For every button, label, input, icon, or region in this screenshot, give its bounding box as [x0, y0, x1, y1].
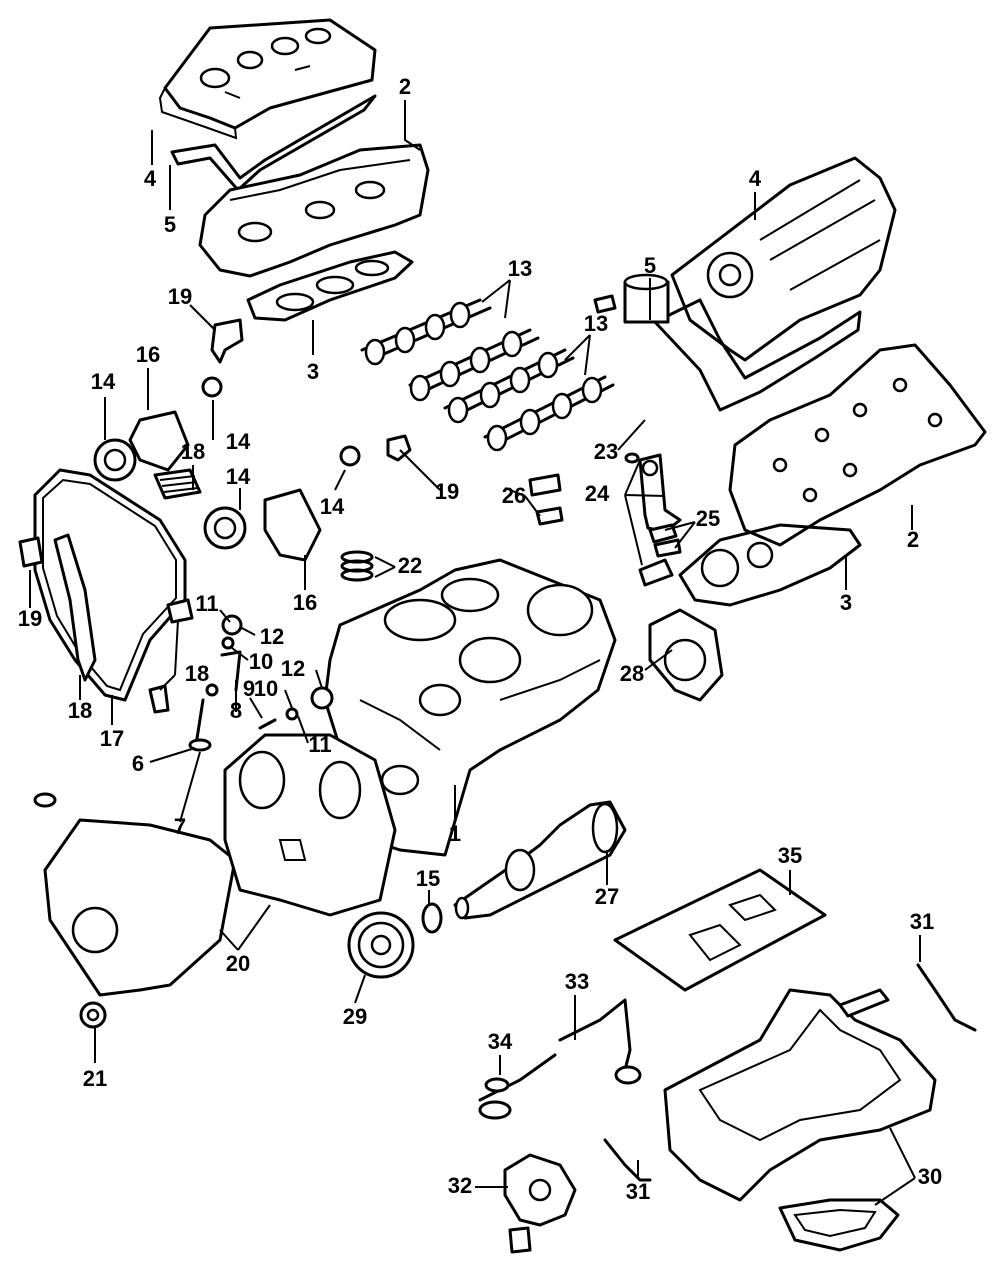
callout-25: 25 — [696, 506, 720, 531]
callout-10: 10 — [249, 649, 273, 674]
front-cover-main — [33, 792, 237, 997]
callout-18: 18 — [185, 661, 209, 686]
valve-train — [148, 598, 334, 752]
callout-3: 3 — [840, 590, 852, 615]
baffle-plate — [613, 868, 827, 992]
piston-rings — [340, 550, 374, 582]
callout-8: 8 — [230, 698, 242, 723]
callout-17: 17 — [100, 726, 124, 751]
callout-16: 16 — [293, 590, 317, 615]
cam-sprocket-4 — [339, 445, 361, 467]
callout-32: 32 — [448, 1173, 472, 1198]
callout-labels: 2 4 5 19 3 13 13 4 5 16 14 14 18 14 14 1… — [18, 74, 942, 1204]
callout-6: 6 — [132, 751, 144, 776]
callout-29: 29 — [343, 1004, 367, 1029]
cylinder-head-left — [198, 143, 430, 278]
callout-4: 4 — [144, 166, 157, 191]
callout-19: 19 — [435, 479, 459, 504]
crank-pulley — [347, 911, 415, 979]
callout-5: 5 — [164, 212, 176, 237]
oil-pickup-tube — [478, 998, 642, 1120]
callout-26: 26 — [502, 483, 526, 508]
callout-12: 12 — [260, 624, 284, 649]
valve-cover-gasket-left — [170, 94, 377, 192]
callout-1: 1 — [449, 821, 461, 846]
callout-27: 27 — [595, 884, 619, 909]
callout-10: 10 — [254, 676, 278, 701]
chain-guide-left — [53, 533, 97, 682]
callout-24: 24 — [585, 481, 610, 506]
oil-pan-upper — [663, 988, 937, 1202]
callout-7: 7 — [174, 814, 186, 839]
callout-18: 18 — [68, 698, 92, 723]
callout-35: 35 — [778, 843, 802, 868]
cam-sprocket-1 — [93, 438, 137, 482]
cam-sprocket-3 — [201, 376, 223, 398]
leader-lines — [29, 100, 921, 1206]
callout-19: 19 — [168, 284, 192, 309]
callout-31: 31 — [626, 1179, 650, 1204]
cylinder-head-right — [728, 343, 987, 547]
callout-11: 11 — [195, 591, 218, 616]
chain-tensioner — [18, 536, 44, 568]
callout-34: 34 — [488, 1029, 513, 1054]
callout-14: 14 — [226, 464, 251, 489]
rear-seal-retainer — [648, 608, 724, 702]
callout-15: 15 — [416, 866, 440, 891]
callout-13: 13 — [584, 311, 608, 336]
camshafts — [360, 298, 615, 452]
valve-cover-left — [158, 18, 377, 140]
valve-cover-right — [670, 156, 897, 362]
callout-14: 14 — [91, 369, 116, 394]
piston — [593, 273, 670, 324]
callout-23: 23 — [594, 439, 618, 464]
crank-sprocket — [421, 902, 443, 934]
callout-14: 14 — [320, 494, 345, 519]
secondary-chain-2 — [263, 488, 322, 562]
connecting-rod — [624, 452, 682, 587]
water-outlet-1 — [210, 318, 244, 364]
callout-13: 13 — [508, 256, 532, 281]
pickup-gasket — [484, 1077, 510, 1093]
oil-pan-lower — [778, 1198, 900, 1252]
callout-14: 14 — [226, 429, 251, 454]
callout-20: 20 — [226, 951, 250, 976]
callout-11: 11 — [308, 732, 331, 757]
callout-12: 12 — [281, 656, 305, 681]
callout-2: 2 — [907, 527, 919, 552]
callout-31: 31 — [910, 909, 934, 934]
timing-chain — [33, 468, 187, 702]
secondary-chain-1 — [128, 410, 190, 472]
callout-5: 5 — [644, 253, 656, 278]
callout-9: 9 — [243, 676, 255, 701]
callout-21: 21 — [83, 1066, 107, 1091]
chain-guide-upper — [153, 468, 202, 500]
callout-33: 33 — [565, 969, 589, 994]
callout-22: 22 — [398, 553, 422, 578]
callout-4: 4 — [749, 166, 762, 191]
cam-sprocket-2 — [203, 506, 247, 550]
callout-16: 16 — [136, 342, 160, 367]
callout-3: 3 — [307, 359, 319, 384]
front-cover-inner — [223, 733, 397, 917]
crankshaft — [453, 800, 627, 920]
callout-28: 28 — [620, 661, 644, 686]
main-bearings — [528, 473, 564, 526]
callout-30: 30 — [918, 1164, 942, 1189]
callout-19: 19 — [18, 606, 42, 631]
head-gasket-left — [246, 250, 414, 322]
callout-18: 18 — [181, 439, 205, 464]
front-seal — [79, 1001, 107, 1029]
hose-31-left — [603, 1138, 652, 1182]
valve-cover-gasket-right — [653, 298, 862, 412]
callout-2: 2 — [399, 74, 411, 99]
hose-31-right — [916, 963, 977, 1032]
oil-pump — [503, 1153, 577, 1254]
